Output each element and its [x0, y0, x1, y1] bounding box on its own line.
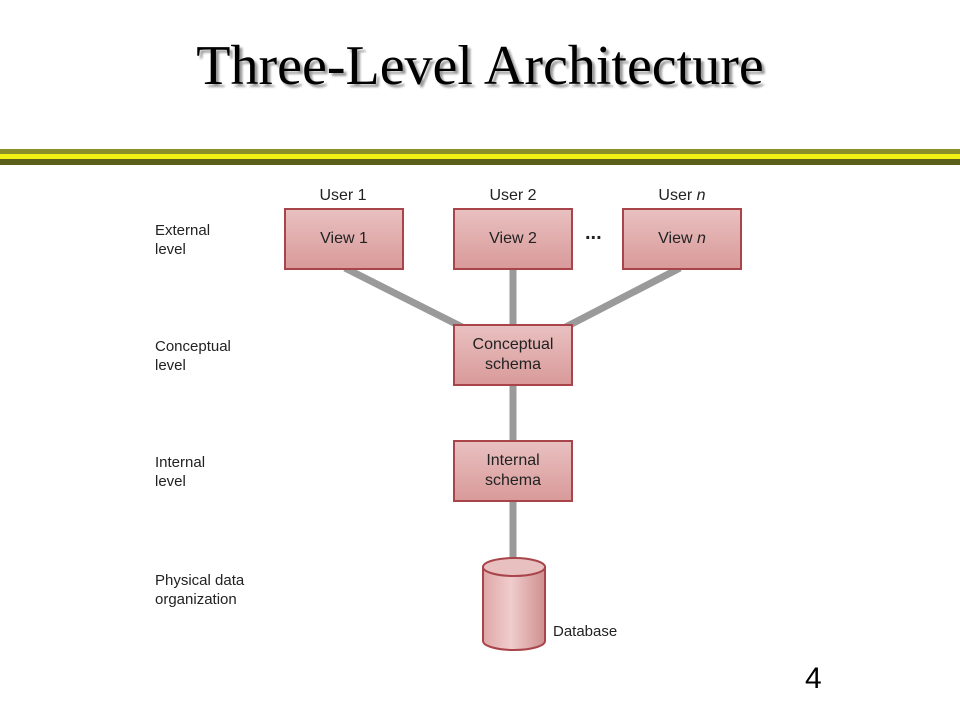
- view-n-text: View n: [658, 230, 706, 247]
- database-cylinder: [482, 557, 546, 651]
- more-views-ellipsis: ...: [585, 222, 602, 244]
- view-1-text: View 1: [320, 230, 368, 247]
- database-label: Database: [553, 623, 618, 640]
- internal-schema-box: Internal schema: [453, 440, 573, 502]
- conceptual-schema-text: Conceptual schema: [472, 336, 554, 373]
- view-2-box: View 2: [453, 208, 573, 270]
- physical-level-label: Physical data organization: [155, 572, 245, 608]
- connector-viewn-conceptual: [558, 264, 682, 334]
- view-1-box: View 1: [284, 208, 404, 270]
- external-level-label: External level: [155, 222, 211, 258]
- user-1-label: User 1: [319, 187, 367, 204]
- title-divider-bottom: [0, 159, 960, 165]
- view-2-text: View 2: [489, 230, 537, 247]
- user-2-label: User 2: [489, 187, 537, 204]
- page-number: 4: [805, 662, 822, 695]
- view-n-box: View n: [622, 208, 742, 270]
- slide-title: Three-Level Architecture: [196, 35, 764, 97]
- conceptual-level-label: Conceptual level: [155, 338, 231, 374]
- user-n-label: User n: [658, 187, 706, 204]
- internal-schema-text: Internal schema: [484, 452, 542, 489]
- internal-level-label: Internal level: [155, 454, 206, 490]
- title-divider-top: [0, 149, 960, 154]
- title-divider-middle: [0, 154, 960, 159]
- conceptual-schema-box: Conceptual schema: [453, 324, 573, 386]
- connector-view1-conceptual: [343, 264, 470, 334]
